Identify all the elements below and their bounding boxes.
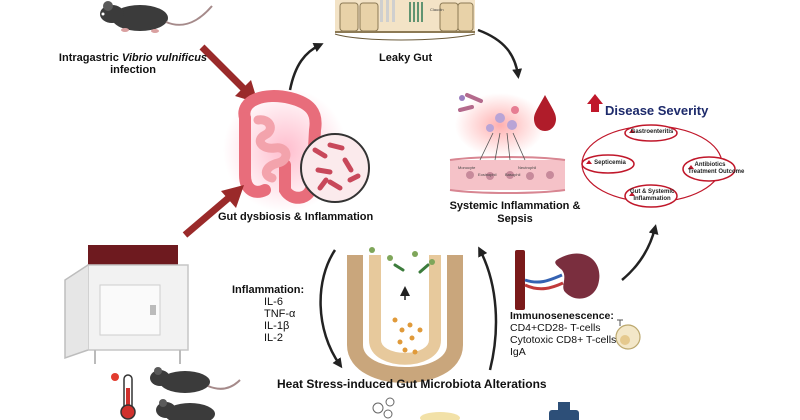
heat-stress-label: Heat Stress-induced Gut Microbiota Alter… bbox=[277, 377, 547, 391]
systemic-label-1: Systemic Inflammation & bbox=[449, 200, 581, 212]
systemic-label: Systemic Inflammation & Sepsis bbox=[440, 200, 590, 226]
severity-outcome-label: Septicemia bbox=[594, 160, 626, 166]
heat-arrow bbox=[182, 185, 244, 238]
blood-drop-icon bbox=[534, 95, 556, 131]
mouse-icon-bottom-2 bbox=[156, 399, 215, 420]
heat-chamber-icon bbox=[64, 245, 189, 364]
severity-outcome-inflammation: Gut & Systemic Inflammation bbox=[630, 189, 674, 203]
cycle-arrow-1 bbox=[288, 43, 324, 91]
inflammation-list: Inflammation: IL-6 TNF-α IL-1β IL-2 bbox=[232, 284, 304, 344]
mouse-icon-bottom-1 bbox=[150, 367, 241, 393]
kidney-icon bbox=[515, 250, 600, 310]
leaky-gut-label: Leaky Gut bbox=[379, 52, 433, 64]
immunosenescence-list: Immunosenescence: CD4+CD28- T-cells Cyto… bbox=[510, 310, 616, 358]
infection-arrow bbox=[199, 44, 258, 103]
immunosenescence-item: IgA bbox=[510, 346, 526, 358]
severity-outcome-antibiotics: Antibiotics Treatment Outcome bbox=[688, 162, 744, 176]
immunosenescence-item: CD4+CD28- T-cells bbox=[510, 322, 601, 334]
cycle-arrow-3 bbox=[319, 249, 343, 369]
inflammation-item: IL-1β bbox=[264, 320, 290, 332]
inflammation-title: Inflammation: bbox=[232, 284, 305, 296]
blood-vessel-panel bbox=[449, 93, 566, 194]
inflammation-item: TNF-α bbox=[264, 308, 296, 320]
intestinal-crypt bbox=[347, 247, 463, 383]
inflammation-item: IL-6 bbox=[264, 296, 283, 308]
cell-icon bbox=[615, 319, 641, 350]
disease-severity-title: Disease Severity bbox=[605, 103, 709, 118]
bottle-icon bbox=[549, 402, 579, 420]
immunosenescence-title: Immunosenescence: bbox=[510, 310, 614, 322]
severity-arrow bbox=[621, 224, 659, 281]
bacteria-magnifier bbox=[300, 133, 370, 203]
bubbles-icon bbox=[372, 397, 460, 420]
gut-dysbiosis-label: Gut dysbiosis & Inflammation bbox=[218, 211, 374, 223]
systemic-label-2: Sepsis bbox=[497, 213, 533, 225]
severity-outcome-label: Inflammation bbox=[633, 196, 671, 202]
cycle-arrow-4 bbox=[478, 246, 498, 371]
cell-label-monocyte: Monocyte bbox=[458, 165, 476, 170]
severity-outcome-label: Gastroenteritis bbox=[630, 129, 674, 135]
leaky-gut-epithelium bbox=[334, 0, 476, 41]
infection-label-a: Intragastric bbox=[58, 52, 122, 64]
cell-label-eosinophil: Eosinophil bbox=[478, 172, 497, 177]
inflammation-item: IL-2 bbox=[264, 332, 283, 344]
severity-outcome-label: Gut & Systemic bbox=[630, 189, 675, 195]
severity-outcome-label: Treatment Outcome bbox=[688, 169, 745, 175]
severity-outcome-septicemia: Septicemia bbox=[590, 160, 630, 167]
infection-label-b: infection bbox=[110, 64, 156, 76]
cell-label-neutrophil: Neutrophil bbox=[518, 165, 537, 170]
cycle-arrow-2 bbox=[477, 28, 523, 79]
immunosenescence-item: Cytotoxic CD8+ T-cells bbox=[510, 334, 617, 346]
mouse-icon bbox=[100, 1, 213, 33]
infection-label: Intragastric Vibrio vulnificus infection bbox=[58, 52, 208, 76]
thermometer-icon bbox=[111, 373, 136, 420]
cell-label-basophil: Basophil bbox=[505, 172, 521, 177]
infection-label-species: Vibrio vulnificus bbox=[121, 52, 208, 64]
cell-label-claudin: Claudin bbox=[430, 7, 444, 12]
severity-outcome-gastroenteritis: Gastroenteritis bbox=[630, 129, 674, 136]
severity-outcome-label: Antibiotics bbox=[694, 162, 726, 168]
disease-severity-panel bbox=[581, 94, 736, 208]
